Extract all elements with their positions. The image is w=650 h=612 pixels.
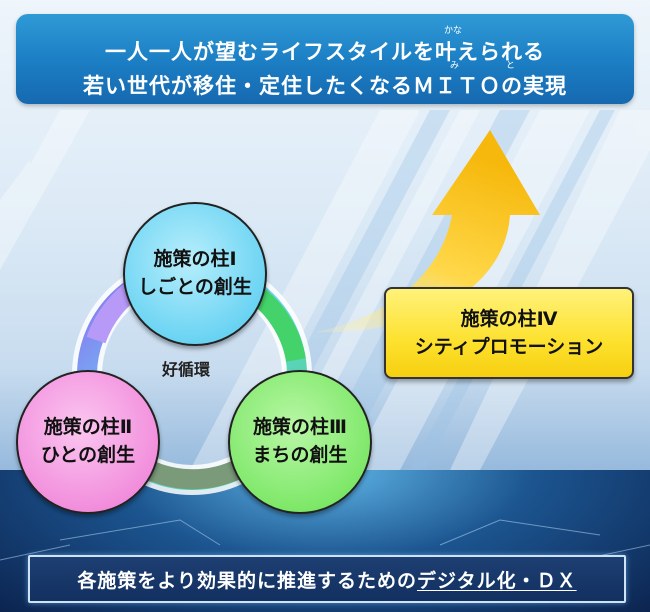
pillar-3-title: 施策の柱Ⅲ xyxy=(253,416,347,439)
pillar-1-subtitle: しごとの創生 xyxy=(138,276,252,298)
pillar-1-circle: 施策の柱Ⅰ しごとの創生 xyxy=(123,202,267,346)
dx-footer-bar: 各施策をより効果的に推進するためのデジタル化・ＤＸ xyxy=(28,555,626,603)
dx-underlined: デジタル化・ＤＸ xyxy=(417,569,577,592)
pillar-2-circle: 施策の柱Ⅱ ひとの創生 xyxy=(16,370,160,514)
goal-banner: 一人一人が望むライフスタイルを叶えられる 若い世代が移住・定住したくなるＭＩＴＯ… xyxy=(16,14,634,104)
cycle-label: 好循環 xyxy=(162,360,211,379)
pillar-2-title: 施策の柱Ⅱ xyxy=(43,416,133,439)
pillar-4-title: 施策の柱Ⅳ xyxy=(460,307,558,330)
pillar-2-subtitle: ひとの創生 xyxy=(40,444,136,466)
dx-prefix: 各施策をより効果的に推進するための xyxy=(77,569,417,592)
goal-line-1: 一人一人が望むライフスタイルを叶えられる xyxy=(105,40,545,64)
ruby-kana: かな xyxy=(444,26,463,36)
pillar-4-subtitle: シティプロモーション xyxy=(414,336,604,358)
goal-line-2: 若い世代が移住・定住したくなるＭＩＴＯの実現 xyxy=(83,74,567,98)
pillar-3-subtitle: まちの創生 xyxy=(252,444,348,466)
ruby-mi: み xyxy=(450,61,460,71)
upward-arrow xyxy=(315,130,540,333)
pillar-4-box: 施策の柱Ⅳ シティプロモーション xyxy=(384,287,634,379)
pillar-3-circle: 施策の柱Ⅲ まちの創生 xyxy=(228,370,372,514)
ruby-to: と xyxy=(506,61,516,71)
pillar-1-title: 施策の柱Ⅰ xyxy=(153,248,237,271)
